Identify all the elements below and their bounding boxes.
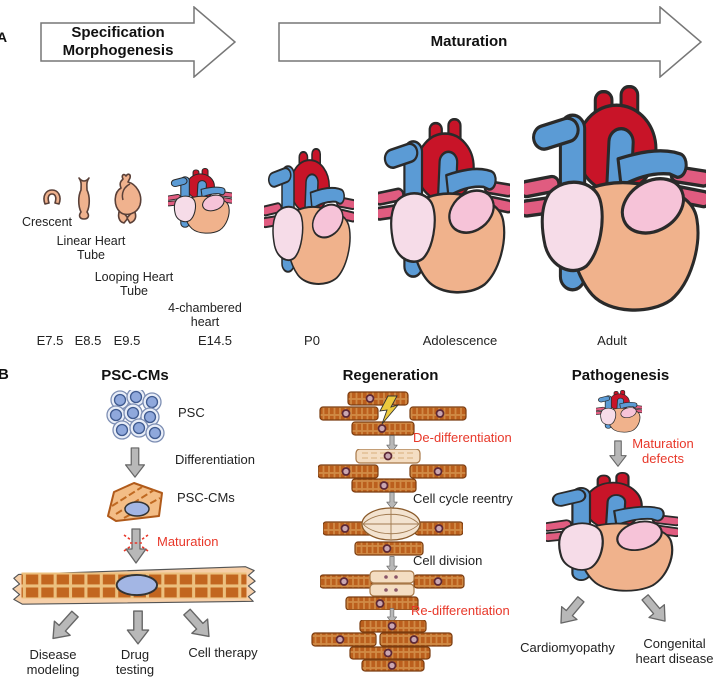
maturation-arrow-label: Maturation bbox=[430, 33, 508, 50]
psc-cms-label: PSC-CMs bbox=[177, 490, 235, 505]
outcome-congenital-heart-disease: Congenital heart disease bbox=[635, 636, 714, 666]
timepoint-e95: E9.5 bbox=[113, 333, 141, 348]
adolescence-heart-illustration bbox=[378, 118, 510, 294]
pathogenesis-column-title: Pathogenesis bbox=[571, 367, 670, 384]
specification-arrow-label: Specification Morphogenesis bbox=[62, 24, 174, 59]
cell-therapy-arrow-icon bbox=[177, 603, 222, 650]
psc-label: PSC bbox=[178, 405, 205, 420]
adult-heart-illustration bbox=[524, 85, 706, 312]
cell-cycle-reentry-label: Cell cycle reentry bbox=[413, 491, 513, 506]
redifferentiation-label: Re-differentiation bbox=[411, 603, 510, 618]
timepoint-e75: E7.5 bbox=[36, 333, 64, 348]
looping-heart-tube-icon bbox=[114, 173, 142, 224]
outcome-drug-testing: Drug testing bbox=[115, 647, 155, 677]
panel-b-label: B bbox=[0, 366, 9, 383]
differentiation-arrow-icon bbox=[124, 447, 146, 478]
maturation-block-arrow-icon bbox=[278, 6, 702, 78]
regenerated-myocardium-icon bbox=[311, 620, 453, 672]
p0-heart-illustration bbox=[264, 148, 354, 286]
timepoint-e85: E8.5 bbox=[74, 333, 102, 348]
regeneration-column-title: Regeneration bbox=[342, 367, 439, 384]
four-chambered-heart-icon bbox=[168, 168, 232, 234]
stage-label-crescent: Crescent bbox=[21, 215, 73, 229]
dedifferentiated-cell-cluster-icon bbox=[318, 449, 467, 493]
timepoint-adult: Adult bbox=[597, 333, 627, 348]
psc-colony-icon bbox=[106, 390, 165, 443]
stage-label-looping-heart-tube: Looping Heart Tube bbox=[94, 270, 174, 299]
dividing-cells-cluster-icon bbox=[320, 570, 465, 610]
maturation-spark-arrow-icon bbox=[123, 528, 149, 564]
outcome-cardiomyopathy: Cardiomyopathy bbox=[520, 640, 615, 655]
cardiac-crescent-icon bbox=[43, 189, 61, 205]
timepoint-e145: E14.5 bbox=[198, 333, 232, 348]
specification-block-arrow-icon bbox=[40, 6, 236, 78]
immature-heart-icon bbox=[596, 390, 642, 433]
psc-cm-cell-icon bbox=[107, 482, 163, 522]
psc-column-title: PSC-CMs bbox=[101, 367, 169, 384]
drug-testing-arrow-icon bbox=[126, 610, 150, 651]
stage-label-linear-heart-tube: Linear Heart Tube bbox=[56, 234, 126, 263]
linear-heart-tube-icon bbox=[77, 177, 91, 220]
mature-cardiomyocyte-icon bbox=[12, 566, 256, 605]
mitotic-cell-cluster-icon bbox=[323, 507, 463, 556]
injured-myocardium-icon bbox=[319, 391, 467, 436]
maturation-label: Maturation bbox=[157, 534, 219, 549]
dedifferentiation-label: De-differentiation bbox=[413, 430, 512, 445]
outcome-disease-modeling: Disease modeling bbox=[26, 647, 80, 677]
cardiomyopathy-arrow-icon bbox=[548, 591, 590, 635]
panel-a-label: A bbox=[0, 29, 8, 45]
disease-modeling-arrow-icon bbox=[39, 605, 84, 652]
differentiation-label: Differentiation bbox=[175, 452, 255, 467]
timepoint-p0: P0 bbox=[304, 333, 320, 348]
timepoint-adolescence: Adolescence bbox=[422, 333, 498, 348]
defective-heart-illustration bbox=[546, 472, 678, 592]
congenital-arrow-icon bbox=[636, 589, 678, 633]
outcome-cell-therapy: Cell therapy bbox=[188, 645, 258, 660]
cell-division-label: Cell division bbox=[413, 553, 483, 568]
maturation-defects-label: Maturation defects bbox=[632, 436, 694, 466]
stage-label-4-chambered-heart: 4-chambered heart bbox=[168, 301, 242, 330]
